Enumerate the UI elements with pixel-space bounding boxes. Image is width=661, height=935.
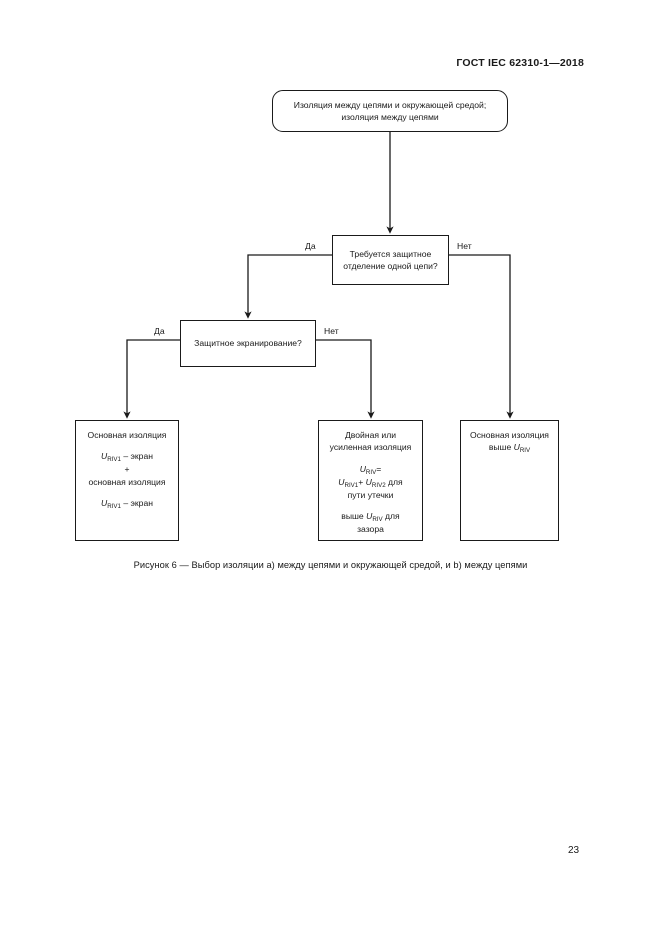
double-line-1: Двойная или: [344, 430, 397, 440]
flow-node-decision-protective-separation: Требуется защитное отделение одной цепи?: [332, 235, 449, 285]
basic-above-line-2-prefix: выше: [488, 442, 514, 453]
edge-label-decision1-no: Нет: [455, 241, 474, 251]
edge-decision1-no-to-basic-above: [449, 254, 514, 419]
basic-screen-line-4: основная изоляция: [88, 476, 166, 487]
edge-decision2-no-to-double: [316, 339, 375, 419]
u-symbol-2: U: [365, 476, 372, 487]
u-subscript: RIV: [372, 516, 383, 524]
flow-node-decision-protective-screening: Защитное экранирование?: [180, 320, 316, 367]
u-symbol: U: [366, 511, 373, 522]
edge-decision1-yes-to-decision2: [244, 254, 332, 319]
edge-label-decision1-yes: Да: [303, 241, 318, 251]
basic-screen-line-2-suffix: – экран: [120, 451, 153, 462]
u-subscript: RIV: [519, 447, 531, 455]
double-line-4-plus: +: [358, 476, 366, 487]
u-subscript: RIV1: [107, 456, 121, 464]
flow-node-outcome-basic-insulation-screen: Основная изоляция URIV1 – экран + основн…: [75, 420, 179, 541]
double-line-6: выше URIV для: [319, 510, 422, 523]
u-symbol: U: [513, 442, 520, 453]
decision2-line-1: Защитное экранирование?: [194, 338, 302, 349]
u-symbol: U: [101, 498, 108, 509]
u-subscript: RIV: [365, 468, 377, 476]
flowchart-connectors: [123, 132, 514, 419]
basic-above-line-2: выше URIV: [461, 441, 558, 454]
basic-screen-line-3: +: [124, 464, 130, 475]
edge-label-decision2-yes: Да: [152, 326, 167, 336]
basic-screen-line-5: URIV1 – экран: [76, 497, 178, 510]
basic-screen-line-2: URIV1 – экран: [76, 450, 178, 463]
decision1-line-1: Требуется защитное: [349, 248, 432, 259]
basic-screen-line-5-suffix: – экран: [120, 498, 153, 509]
start-line-2: изоляция между цепями: [341, 112, 439, 122]
u-subscript-2: RIV2: [371, 481, 386, 489]
page-number: 23: [568, 845, 580, 856]
decision1-line-2: отделение одной цепи?: [343, 261, 438, 271]
start-line-1: Изоляция между цепями и окружающей средо…: [293, 99, 487, 110]
basic-screen-line-1: Основная изоляция: [87, 430, 167, 440]
document-header: ГОСТ IEC 62310-1—2018: [456, 57, 584, 69]
u-subscript: RIV1: [344, 481, 359, 489]
double-line-7: зазора: [357, 524, 384, 535]
double-line-3-suffix: =: [376, 463, 382, 474]
u-symbol: U: [359, 463, 366, 474]
u-symbol: U: [338, 476, 345, 487]
double-line-5: пути утечки: [347, 489, 394, 500]
double-line-2: усиленная изоляция: [329, 442, 412, 453]
edge-decision2-yes-to-basic-screen: [123, 339, 180, 419]
double-line-4: URIV1+ URIV2 для: [319, 476, 422, 489]
u-symbol: U: [101, 451, 108, 462]
edge-label-decision2-no: Нет: [322, 326, 341, 336]
double-line-6-prefix: выше: [341, 511, 367, 522]
double-line-6-suffix: для: [382, 511, 400, 522]
double-line-4-suffix: для: [385, 476, 403, 487]
double-line-3: URIV=: [319, 463, 422, 476]
u-subscript: RIV1: [107, 503, 121, 511]
figure-caption: Рисунок 6 — Выбор изоляции a) между цепя…: [133, 560, 528, 570]
flow-node-start: Изоляция между цепями и окружающей средо…: [272, 90, 508, 132]
flow-node-outcome-double-reinforced-insulation: Двойная или усиленная изоляция URIV= URI…: [318, 420, 423, 541]
basic-above-line-1: Основная изоляция: [470, 430, 549, 440]
flow-node-outcome-basic-insulation-above: Основная изоляция выше URIV: [460, 420, 559, 541]
